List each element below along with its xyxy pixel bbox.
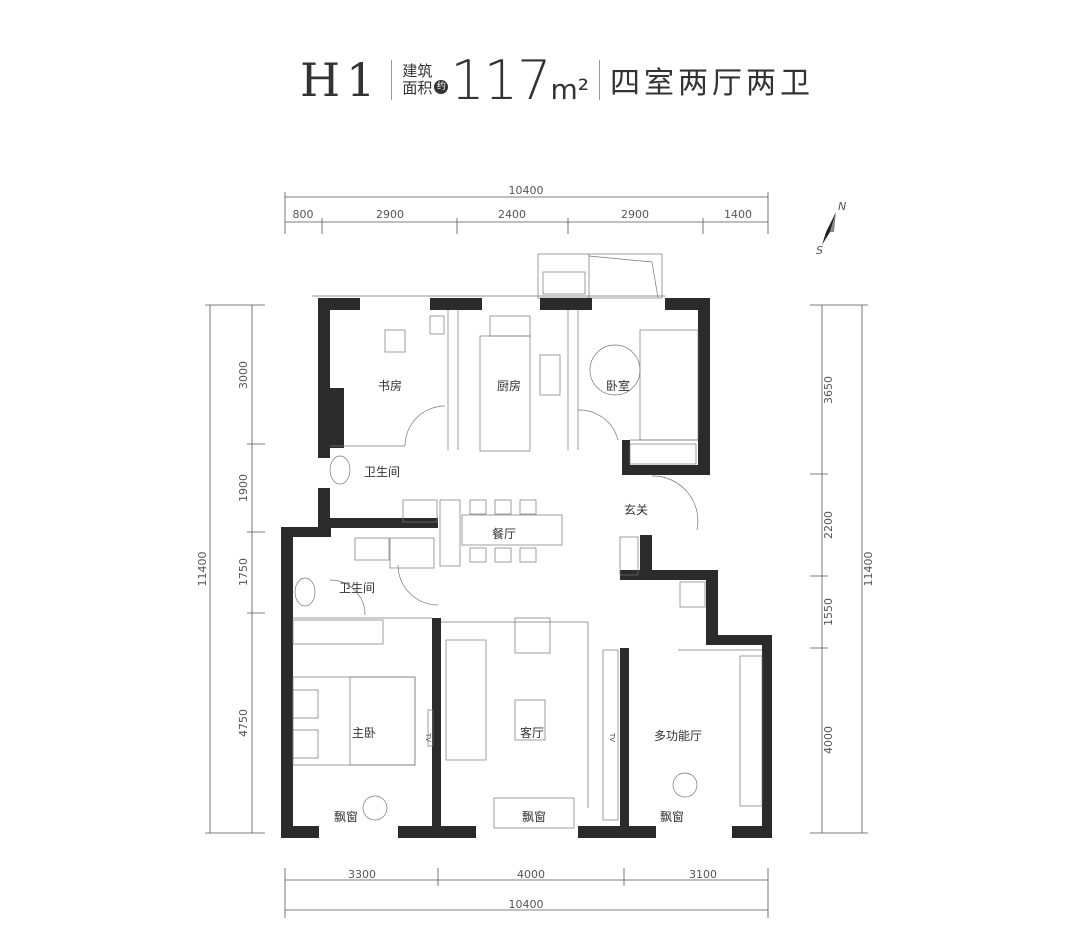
layout-type: 四室两厅两卫 (609, 66, 814, 101)
room-foyer: 玄关 (624, 502, 648, 517)
dim-left-total: 11400 (196, 552, 209, 587)
room-study: 书房 (378, 378, 402, 393)
compass-icon: N S (816, 200, 846, 257)
room-multifunction: 多功能厅 (654, 729, 702, 743)
room-living: 客厅 (520, 725, 544, 740)
compass-north: N (838, 200, 846, 213)
dim-top-seg: 2400 (498, 208, 526, 221)
walls (281, 298, 772, 838)
unit-code: H1 (300, 53, 382, 107)
area-unit: m² (550, 72, 589, 106)
left-dimensions: 3000 1900 1750 4750 11400 (196, 304, 265, 834)
dim-top-seg: 1400 (724, 208, 752, 221)
bottom-dimensions: 3300 4000 3100 10400 (284, 868, 769, 918)
ac-platform (312, 253, 665, 299)
room-bathroom-upper: 卫生间 (364, 465, 400, 479)
dim-left-seg: 1750 (237, 558, 250, 586)
approx-badge: 约 (434, 80, 449, 94)
room-bedroom: 卧室 (606, 378, 630, 393)
top-dimensions: 10400 800 2900 2400 2900 1400 (284, 184, 769, 234)
dim-bottom-seg: 3100 (689, 868, 717, 881)
bay-window-label: 飘窗 (522, 810, 546, 824)
furniture (292, 315, 763, 829)
dim-left-seg: 4750 (237, 709, 250, 737)
dim-bottom-seg: 4000 (517, 868, 545, 881)
dim-right-total: 11400 (862, 552, 875, 587)
dim-bottom-seg: 3300 (348, 868, 376, 881)
dim-right-seg: 3650 (822, 376, 835, 404)
area-label: 建筑 面积 (402, 63, 432, 97)
plan-title: H1 建筑 面积 约 117 m² 四室两厅两卫 (300, 48, 814, 112)
dim-top-seg: 2900 (376, 208, 404, 221)
area-label-line2: 面积 (402, 79, 433, 97)
dim-left-seg: 3000 (237, 361, 250, 389)
dim-bottom-total: 10400 (509, 898, 544, 911)
dim-left-seg: 1900 (237, 474, 250, 502)
area-value: 117 (450, 48, 551, 112)
title-divider (598, 60, 600, 100)
dim-top-seg: 800 (293, 208, 314, 221)
dim-right-seg: 1550 (822, 598, 835, 626)
partitions (293, 310, 762, 808)
bay-window-label: 飘窗 (334, 810, 358, 824)
dim-top-total: 10400 (509, 184, 544, 197)
compass-south: S (816, 244, 823, 257)
area-label-line1: 建筑 (402, 62, 433, 80)
room-dining: 餐厅 (492, 526, 516, 541)
tv-label: TV (424, 732, 432, 742)
room-labels: 书房 厨房 卧室 卫生间 玄关 餐厅 卫生间 主卧 客厅 多功能厅 飘窗 飘窗 … (334, 378, 702, 824)
room-master-bedroom: 主卧 (352, 726, 376, 740)
bay-window-label: 飘窗 (660, 810, 684, 824)
right-dimensions: 3650 2200 1550 4000 11400 (810, 304, 875, 834)
room-bathroom-lower: 卫生间 (339, 581, 375, 595)
tv-label: TV (608, 732, 616, 742)
dim-right-seg: 2200 (822, 511, 835, 539)
room-kitchen: 厨房 (497, 378, 521, 393)
title-divider (391, 60, 393, 100)
dim-top-seg: 2900 (621, 208, 649, 221)
dim-right-seg: 4000 (822, 726, 835, 754)
